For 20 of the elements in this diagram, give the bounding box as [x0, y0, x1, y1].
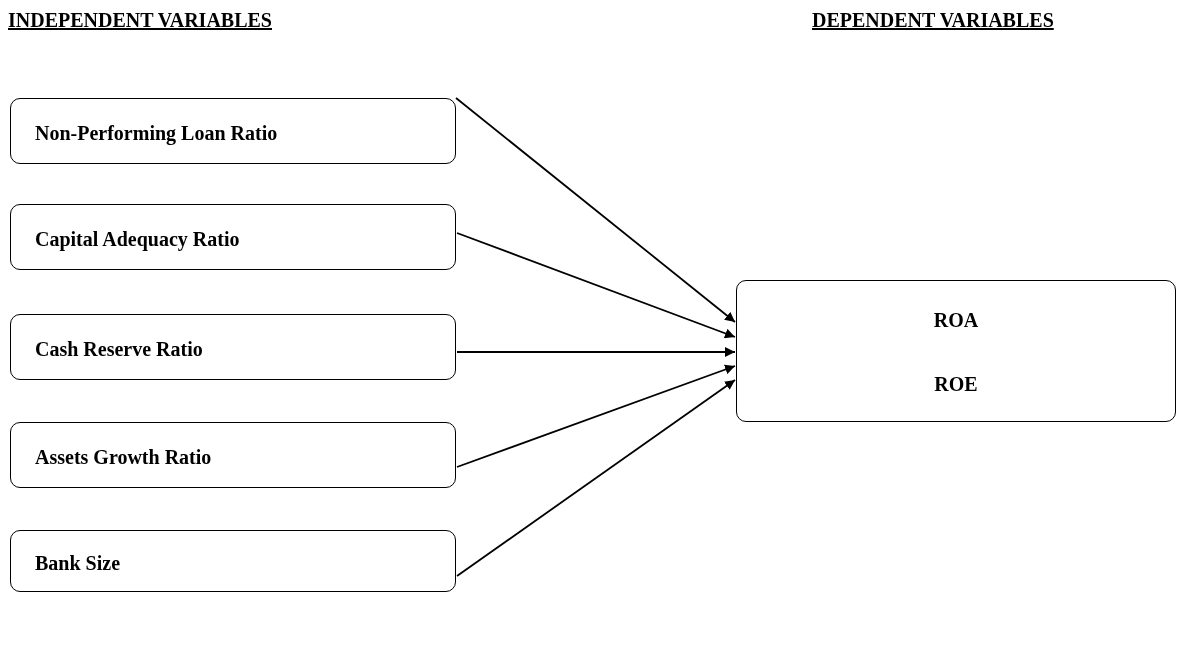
variable-box — [10, 530, 456, 592]
variable-label: ROA — [932, 309, 980, 332]
variable-label: Bank Size — [35, 552, 121, 575]
arrow — [455, 97, 736, 323]
arrow — [456, 347, 736, 357]
variable-box — [10, 314, 456, 380]
variable-box — [10, 98, 456, 164]
arrow — [456, 379, 736, 577]
arrow — [456, 364, 736, 468]
outcome-box — [736, 280, 1176, 422]
variable-box — [10, 422, 456, 488]
variable-box — [10, 204, 456, 270]
variable-label: Capital Adequacy Ratio — [35, 228, 240, 251]
variable-label: ROE — [933, 373, 979, 396]
variable-label: Cash Reserve Ratio — [35, 338, 203, 361]
variable-label: Non-Performing Loan Ratio — [35, 122, 278, 145]
arrow — [456, 232, 736, 339]
section-heading: INDEPENDENT VARIABLES — [8, 9, 272, 32]
section-heading: DEPENDENT VARIABLES — [812, 9, 1054, 32]
variable-label: Assets Growth Ratio — [35, 446, 212, 469]
